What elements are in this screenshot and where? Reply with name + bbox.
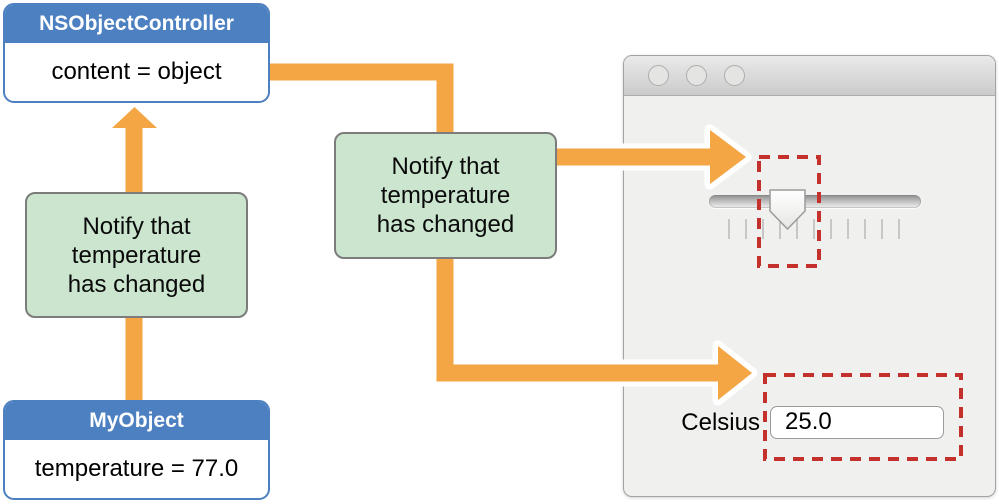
app-window: Celsius [623,55,996,497]
controller-box-title: NSObjectController [5,5,268,43]
slider-thumb[interactable] [764,185,820,237]
slider-tick [813,219,815,239]
slider-thumb-highlight [757,155,821,268]
note-line: temperature [71,241,202,269]
arrow-head-up [112,107,157,128]
slider-ticks [728,219,900,239]
notify-note-left: Notify that temperature has changed [25,192,248,318]
window-zoom-button[interactable] [724,65,745,86]
model-box-content: temperature = 77.0 [34,454,239,482]
slider-tick [779,219,781,239]
note-line: has changed [376,211,515,238]
note-line: has changed [67,270,206,298]
note-line: Notify that [82,212,191,240]
arrow-head-casing [106,101,163,134]
note-line: temperature [380,182,511,209]
slider-tick [864,219,866,239]
nsobjectcontroller-box: NSObjectController content = object [3,3,270,103]
note-line: Notify that [391,153,500,180]
window-titlebar [624,56,995,96]
slider-tick [881,219,883,239]
window-close-button[interactable] [648,65,669,86]
notify-note-right: Notify that temperature has changed [334,132,557,259]
controller-box-content: content = object [51,57,222,85]
model-box-title: MyObject [5,402,268,440]
slider-tick [762,219,764,239]
window-minimize-button[interactable] [686,65,707,86]
slider-tick [728,219,730,239]
slider-tick [847,219,849,239]
text-field-highlight [763,373,963,461]
slider-tick [745,219,747,239]
myobject-box: MyObject temperature = 77.0 [3,400,270,500]
slider-track[interactable] [709,195,921,208]
celsius-field[interactable] [770,406,944,439]
celsius-label: Celsius [681,409,760,436]
slider-thumb-shape[interactable] [769,189,806,230]
slider-tick [830,219,832,239]
slider-tick [796,219,798,239]
slider-tick [898,219,900,239]
